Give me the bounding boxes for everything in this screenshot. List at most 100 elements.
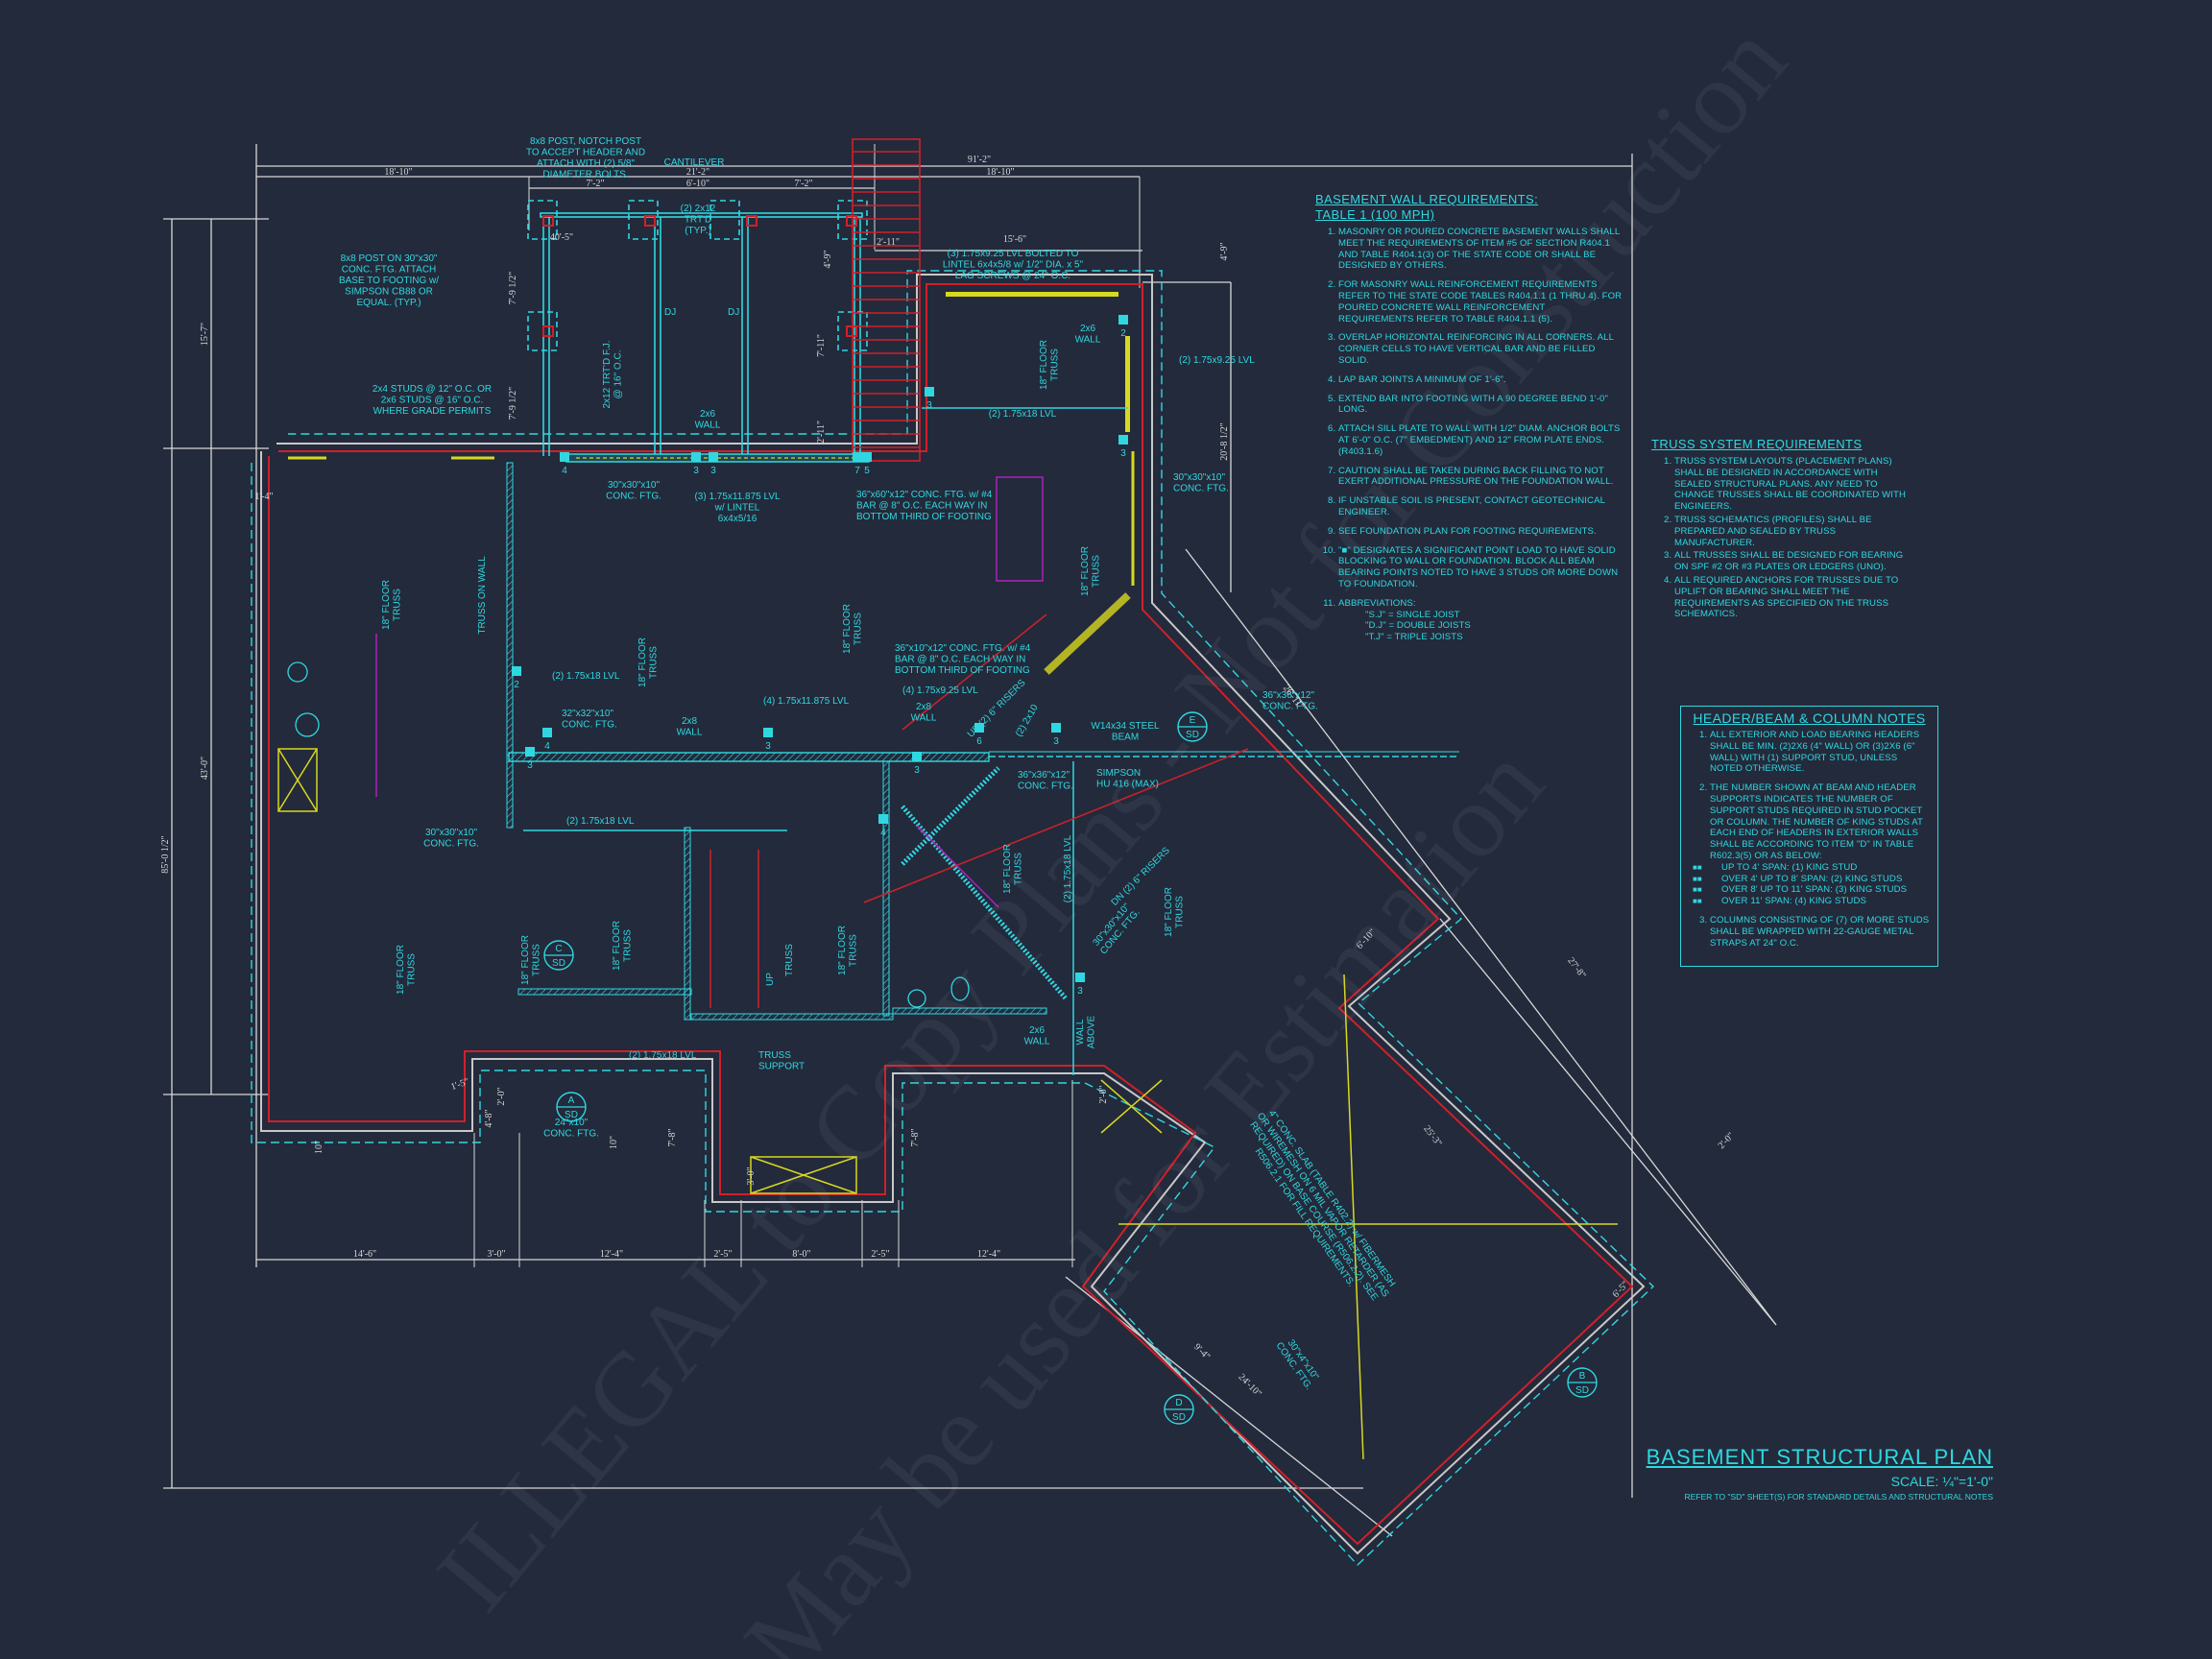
annotation-lvl-2-18-b: (2) 1.75x18 LVL	[552, 671, 620, 682]
exterior-wall-red	[268, 283, 1634, 1546]
annotation-line: 36"x36"x12"	[1018, 770, 1070, 781]
annotation-line: 2x6 STUDS @ 16" O.C.	[381, 396, 484, 406]
point-load-marker	[542, 728, 552, 737]
annotation-line: (3) 1.75x11.875 LVL	[694, 492, 781, 502]
annotation-line: SIMPSON CB88 OR	[345, 287, 433, 298]
footing-outline	[251, 270, 1655, 1566]
dimension-stair-w: 2'-11"	[877, 237, 900, 248]
dimension-s-10a: 10"	[314, 1141, 325, 1154]
annotation-truss-v: TRUSS	[784, 944, 795, 976]
annotation-line: 2x8	[916, 702, 932, 712]
annotation-line: TRUSS ON WALL	[477, 556, 488, 635]
section-marker-b[interactable]: BSD	[1567, 1367, 1598, 1398]
section-marker-a[interactable]: ASD	[556, 1092, 587, 1122]
support-stud-count: 4	[544, 741, 550, 752]
annotation-ft1: 18" FLOORTRUSS	[1039, 340, 1061, 390]
annotation-line: SIMPSON	[1096, 768, 1141, 779]
annotation-ft3: 18" FLOORTRUSS	[381, 580, 403, 630]
annotation-dj2: DJ	[728, 307, 739, 318]
annotation-line: TRUSS	[1050, 349, 1061, 381]
header-note: THE NUMBER SHOWN AT BEAM AND HEADER SUPP…	[1693, 782, 1932, 907]
annotation-line: 18" FLOOR	[520, 935, 531, 985]
annotation-ft10: 18" FLOORTRUSS	[1164, 887, 1186, 937]
annotation-line: WALL	[911, 713, 937, 724]
dimension-overall-top: 91'-2"	[968, 155, 991, 165]
section-sheet: SD	[1172, 1412, 1186, 1423]
section-letter: E	[1190, 715, 1196, 726]
annotation-line: WALL	[695, 421, 721, 431]
support-stud-count: 3	[926, 400, 932, 411]
annotation-line: 2x4 STUDS @ 12" O.C. OR	[373, 384, 492, 395]
annotation-line: SUPPORT	[758, 1062, 805, 1072]
exterior-wall-outer	[260, 274, 1646, 1555]
wall-note: CAUTION SHALL BE TAKEN DURING BACK FILLI…	[1338, 466, 1623, 489]
dimension-g-2-0: 2'-0"	[1717, 1131, 1737, 1152]
truss-system-requirements: TRUSS SYSTEM REQUIREMENTS TRUSS SYSTEM L…	[1651, 437, 1915, 622]
garage-slab-lines	[1118, 974, 1618, 1460]
support-stud-count: 4	[562, 466, 567, 476]
header-note: COLUMNS CONSISTING OF (7) OR MORE STUDS …	[1710, 915, 1932, 949]
dimension-b-2-5a: 2'-5"	[713, 1249, 732, 1260]
annotation-line: (2) 1.75x18 LVL	[552, 671, 620, 682]
point-load-marker	[974, 723, 984, 733]
annotation-line: TRUSS	[784, 944, 795, 976]
annotation-line: CONC. FTG.	[1173, 484, 1229, 494]
support-stud-count: 3	[1053, 736, 1059, 747]
point-load-marker	[763, 728, 773, 737]
dimension-s-4-8: 4'-8"	[484, 1109, 494, 1127]
section-marker-e[interactable]: ESD	[1177, 711, 1208, 742]
annotation-ftg-30-d: 30"x30"x10"CONC. FTG.	[423, 828, 479, 850]
annotation-line: (2) 1.75x18 LVL	[566, 816, 635, 827]
annotation-ft11: 18" FLOORTRUSS	[520, 935, 542, 985]
annotation-line: (2) 2x12	[681, 204, 716, 214]
dimension-porch-c: 7'-2"	[794, 179, 812, 189]
dimension-s-7-8b: 7'-8"	[910, 1128, 921, 1146]
point-load-marker	[925, 387, 934, 397]
bullet-icon: ■■	[1693, 874, 1702, 883]
support-stud-count: 3	[1077, 986, 1083, 997]
wall-notes-subheading: TABLE 1 (100 MPH)	[1315, 207, 1435, 222]
section-marker-d[interactable]: DSD	[1164, 1394, 1194, 1425]
annotation-line: 2x6	[700, 409, 716, 420]
annotation-lvl-2-18-a: (2) 1.75x18 LVL	[989, 409, 1057, 420]
support-stud-count: 4	[880, 828, 886, 838]
annotation-ft7: 18" FLOORTRUSS	[612, 921, 634, 971]
annotation-ftg-36-a: 36"x36"x12"CONC. FTG.	[1018, 770, 1073, 792]
annotation-line: CANTILEVER	[664, 157, 725, 168]
annotation-ftg-24: 24"x10"CONC. FTG.	[543, 1118, 599, 1140]
annotation-line: 30"x30"x10"	[425, 828, 477, 838]
annotation-line: TRUSS	[1014, 853, 1024, 885]
annotation-line: CONC. FTG. ATTACH	[342, 265, 437, 276]
annotation-line: 8x8 POST ON 30"x30"	[341, 253, 438, 264]
point-load-marker	[1118, 435, 1128, 445]
span-rule: OVER 4' UP TO 8' SPAN: (2) KING STUDS	[1721, 873, 1903, 884]
annotation-lvl-2-18-c: (2) 1.75x18 LVL	[566, 816, 635, 827]
dimension-b-14-6: 14'-6"	[353, 1249, 376, 1260]
annotation-line: TRT'D	[685, 215, 711, 226]
annotation-lvl-2-18-v: (2) 1.75x18 LVL	[1063, 834, 1073, 902]
point-load-marker	[853, 452, 862, 462]
dimension-b-12-4a: 12'-4"	[600, 1249, 623, 1260]
bullet-icon: ■■	[1693, 885, 1702, 895]
dimension-rt-4-9: 4'-9"	[1219, 242, 1230, 260]
annotation-line: 2x6	[1029, 1025, 1046, 1036]
dimension-porch-w: 40'-5"	[550, 232, 573, 243]
annotation-line: 2x6	[1080, 324, 1096, 334]
dimension-s-1-5: 1'-5"	[449, 1076, 470, 1093]
section-marker-c[interactable]: CSD	[543, 940, 574, 971]
bullet-icon: ■■	[1693, 897, 1702, 906]
support-stud-count: 6	[976, 736, 982, 747]
annotation-line: (2) 1.75x9.25 LVL	[1179, 355, 1255, 366]
annotation-line: ATTACH WITH (2) 5/8"	[537, 158, 636, 169]
dimension-g-24-10: 24'-10"	[1237, 1372, 1263, 1399]
abbrev-heading: ABBREVIATIONS:	[1338, 597, 1416, 609]
basement-wall-requirements: BASEMENT WALL REQUIREMENTS: TABLE 1 (100…	[1315, 192, 1623, 651]
